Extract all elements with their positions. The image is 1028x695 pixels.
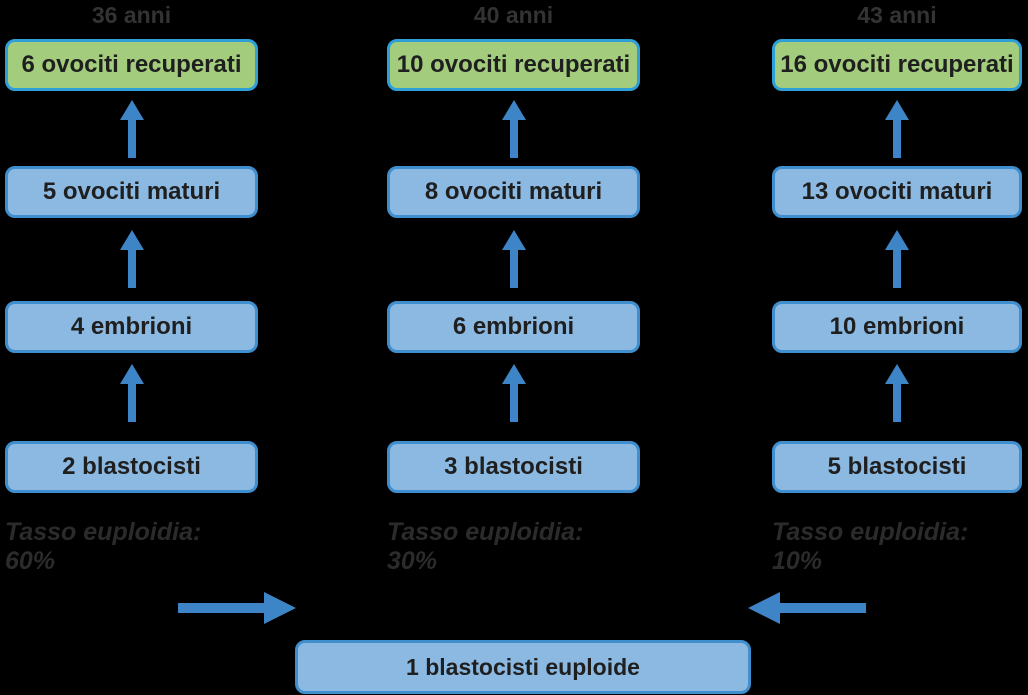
- arrow-left-icon: [748, 592, 866, 624]
- stage-box-blastocisti: 3 blastocisti: [387, 441, 640, 493]
- age-label: 40 anni: [473, 2, 554, 28]
- euploidy-rate-label: Tasso euploidia: 10%: [772, 518, 969, 575]
- stage-box-embrioni: 4 embrioni: [5, 301, 258, 353]
- column-36-anni: 36 anni 6 ovociti recuperati 5 ovociti m…: [5, 0, 258, 695]
- euploidy-rate-label: Tasso euploidia: 30%: [387, 518, 584, 575]
- stage-box-ovociti-maturi: 8 ovociti maturi: [387, 166, 640, 218]
- euploidy-rate-label: Tasso euploidia: 60%: [5, 518, 202, 575]
- stage-box-ovociti-recuperati: 16 ovociti recuperati: [772, 39, 1022, 91]
- arrow-up-icon: [119, 230, 144, 288]
- arrow-up-icon: [501, 100, 526, 158]
- stage-box-ovociti-recuperati: 10 ovociti recuperati: [387, 39, 640, 91]
- arrow-right-icon: [178, 592, 296, 624]
- arrow-up-icon: [119, 100, 144, 158]
- result-box-blastocisti-euploide: 1 blastocisti euploide: [295, 640, 751, 694]
- stage-box-embrioni: 6 embrioni: [387, 301, 640, 353]
- arrow-up-icon: [501, 364, 526, 422]
- age-label: 43 anni: [857, 2, 937, 28]
- column-43-anni: 43 anni 16 ovociti recuperati 13 ovociti…: [772, 0, 1022, 695]
- column-40-anni: 40 anni 10 ovociti recuperati 8 ovociti …: [387, 0, 640, 695]
- stage-box-blastocisti: 2 blastocisti: [5, 441, 258, 493]
- stage-box-ovociti-maturi: 5 ovociti maturi: [5, 166, 258, 218]
- stage-box-embrioni: 10 embrioni: [772, 301, 1022, 353]
- arrow-up-icon: [885, 100, 909, 158]
- age-label: 36 anni: [91, 2, 172, 28]
- stage-box-blastocisti: 5 blastocisti: [772, 441, 1022, 493]
- stage-box-ovociti-recuperati: 6 ovociti recuperati: [5, 39, 258, 91]
- arrow-up-icon: [501, 230, 526, 288]
- arrow-up-icon: [885, 230, 909, 288]
- arrow-up-icon: [119, 364, 144, 422]
- stage-box-ovociti-maturi: 13 ovociti maturi: [772, 166, 1022, 218]
- arrow-up-icon: [885, 364, 909, 422]
